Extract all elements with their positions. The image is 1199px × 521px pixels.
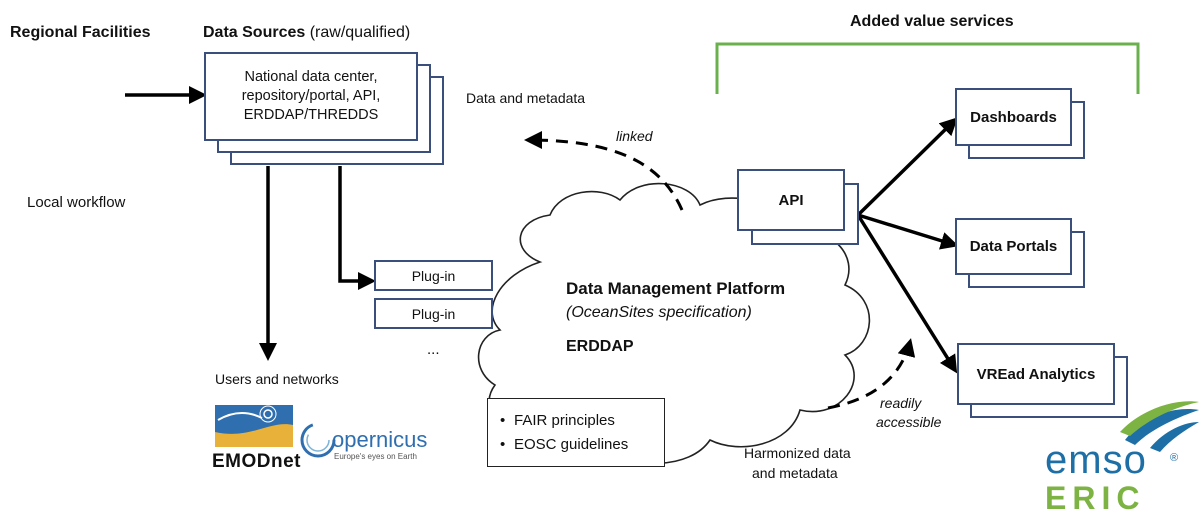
data-source-line-1: National data center, (244, 69, 378, 85)
data-sources-heading: Data Sources (raw/qualified) (203, 24, 410, 42)
readily-label: readily (880, 395, 922, 411)
platform-spec: (OceanSites specification) (566, 304, 752, 321)
accessible-label: accessible (876, 414, 942, 430)
harmonized-label-2: and metadata (752, 465, 838, 481)
principle-fair: FAIR principles (500, 409, 664, 433)
platform-title: Data Management Platform (566, 279, 786, 298)
users-networks-label: Users and networks (215, 371, 339, 387)
data-portals-box: Data Portals (955, 218, 1072, 275)
linked-label: linked (616, 128, 653, 144)
emso-logo-text: emso (1045, 438, 1147, 482)
data-sources-heading-bold: Data Sources (203, 24, 306, 41)
emso-logo-icon (1120, 401, 1199, 452)
added-value-bracket (715, 42, 1140, 94)
platform-cloud (477, 182, 871, 464)
plugin-box-1: Plug-in (374, 260, 493, 291)
arrow-to-plugin (338, 166, 376, 290)
eric-logo-text: ERIC (1045, 480, 1146, 516)
data-sources-heading-rest: (raw/qualified) (309, 24, 411, 41)
copernicus-logo-icon (300, 422, 336, 458)
arrow-api-dataportals (857, 213, 959, 250)
dashboards-box: Dashboards (955, 88, 1072, 146)
emodnet-logo-icon (215, 405, 293, 447)
data-source-line-2: repository/portal, API, (241, 88, 381, 104)
data-source-box: National data center, repository/portal,… (204, 52, 418, 141)
copernicus-logo-subtext: Europe's eyes on Earth (334, 452, 417, 461)
added-value-heading: Added value services (850, 13, 1014, 30)
emso-registered-mark: ® (1170, 452, 1179, 464)
harmonized-label-1: Harmonized data (744, 445, 851, 461)
copernicus-logo-text: opernicus (332, 427, 428, 452)
emodnet-logo-text: EMODnet (212, 451, 301, 472)
api-box: API (737, 169, 845, 231)
principle-eosc: EOSC guidelines (500, 433, 664, 457)
platform-erddap: ERDDAP (566, 338, 634, 355)
plugin-ellipsis: ... (427, 341, 440, 358)
data-source-line-3: ERDDAP/THREDDS (243, 107, 379, 123)
regional-facilities-heading: Regional Facilities (10, 24, 151, 41)
local-workflow-label: Local workflow (27, 194, 126, 211)
arrow-api-dashboards (856, 117, 958, 217)
data-and-metadata-label: Data and metadata (466, 90, 586, 106)
vre-box: VREad Analytics (957, 343, 1115, 405)
principles-box: FAIR principles EOSC guidelines (487, 398, 665, 467)
arrow-api-vre (856, 214, 958, 374)
plugin-box-2: Plug-in (374, 298, 493, 329)
